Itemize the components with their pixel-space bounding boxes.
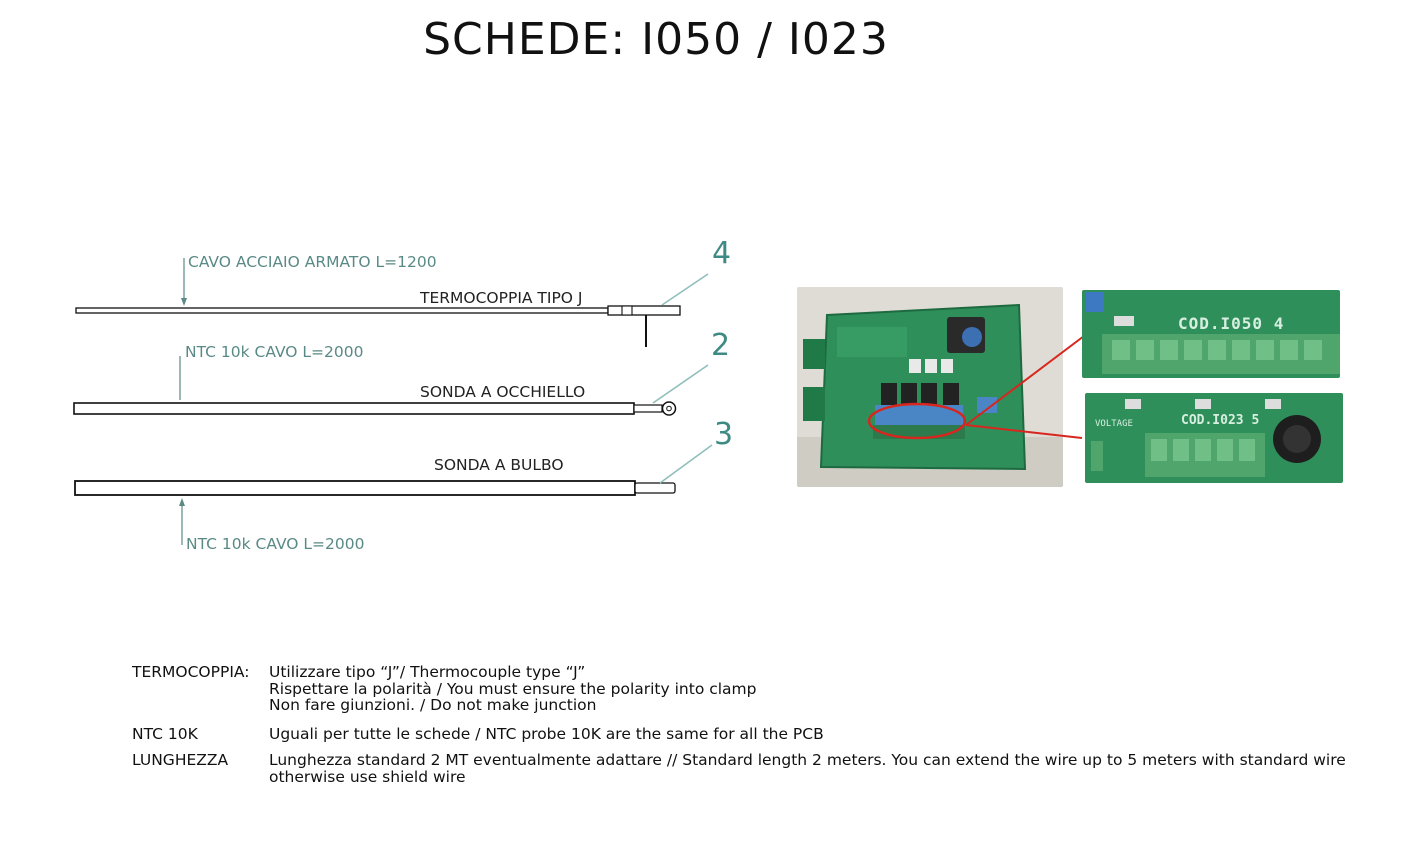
probe-eyelet-callout-line (652, 364, 709, 404)
note-value: Lunghezza standard 2 MT eventualmente ad… (269, 752, 1352, 785)
probe-eyelet-crimp (633, 404, 663, 413)
probe-j-ferrule (621, 305, 633, 316)
probe-j-name: TERMOCOPPIA TIPO J (419, 289, 583, 307)
pcb-board (797, 287, 1063, 487)
probe-eyelet: NTC 10k CAVO L=2000 SONDA A OCCHIELLO 2 (73, 328, 730, 416)
zoom-top-code: COD.I050 4 (1178, 314, 1285, 333)
probe-j-callout: 4 (712, 236, 731, 271)
note-lunghezza: LUNGHEZZA Lunghezza standard 2 MT eventu… (132, 752, 1352, 785)
probe-j-sheath (607, 305, 681, 316)
probe-bulb-name: SONDA A BULBO (434, 456, 564, 474)
note-ntc: NTC 10K Uguali per tutte le schede / NTC… (132, 724, 1352, 743)
note-key: TERMOCOPPIA: (132, 663, 250, 681)
zoom-photo-bottom: VOLTAGE COD.I023 5 (1085, 393, 1343, 483)
probe-diagram: CAVO ACCIAIO ARMATO L=1200 TERMOCOPPIA T… (73, 236, 733, 553)
probe-bulb-sensor (634, 482, 676, 494)
probe-bulb-cable (74, 480, 636, 496)
probe-eyelet-cable-label: NTC 10k CAVO L=2000 (185, 343, 364, 361)
note-line: Lunghezza standard 2 MT eventualmente ad… (269, 751, 1346, 786)
note-line: Utilizzare tipo “J”/ Thermocouple type “… (269, 663, 586, 681)
pcb-photo (797, 287, 1063, 487)
probe-eyelet-hole (666, 405, 672, 412)
note-key: LUNGHEZZA (132, 751, 229, 769)
probe-eyelet-name: SONDA A OCCHIELLO (420, 383, 585, 401)
note-value: Utilizzare tipo “J”/ Thermocouple type “… (269, 664, 1352, 714)
probe-j-arrow (181, 298, 187, 306)
probe-eyelet-callout: 2 (711, 328, 730, 363)
zoom-photo-top: COD.I050 4 (1082, 290, 1340, 378)
note-line: Non fare giunzioni. / Do not make juncti… (269, 696, 597, 714)
note-termocoppia: TERMOCOPPIA: Utilizzare tipo “J”/ Thermo… (132, 664, 1352, 714)
zoom-bottom-voltage: VOLTAGE (1095, 419, 1133, 429)
probe-j-callout-line (661, 273, 709, 306)
zoom-bottom-code: COD.I023 5 (1181, 413, 1260, 428)
notes: TERMOCOPPIA: Utilizzare tipo “J”/ Thermo… (132, 664, 1352, 795)
probe-eyelet-cable (73, 402, 635, 415)
probe-bulb: SONDA A BULBO 3 NTC 10k CAVO L=2000 (74, 417, 733, 553)
probe-bulb-cable-label: NTC 10k CAVO L=2000 (186, 535, 365, 553)
note-line: Uguali per tutte le schede / NTC probe 1… (269, 724, 824, 743)
probe-j-cable-label: CAVO ACCIAIO ARMATO L=1200 (188, 253, 437, 271)
probe-bulb-arrow (179, 498, 185, 506)
probe-thermocouple-j: CAVO ACCIAIO ARMATO L=1200 TERMOCOPPIA T… (75, 236, 731, 347)
probe-j-cable (75, 307, 609, 314)
note-key: NTC 10K (132, 724, 198, 743)
note-value: Uguali per tutte le schede / NTC probe 1… (269, 724, 1352, 743)
note-line: Rispettare la polarità / You must ensure… (269, 679, 757, 698)
highlight-pointers (965, 335, 1085, 439)
probe-bulb-callout: 3 (714, 417, 733, 452)
probe-bulb-callout-line (659, 444, 713, 484)
page-title: SCHEDE: I050 / I023 (423, 14, 889, 65)
